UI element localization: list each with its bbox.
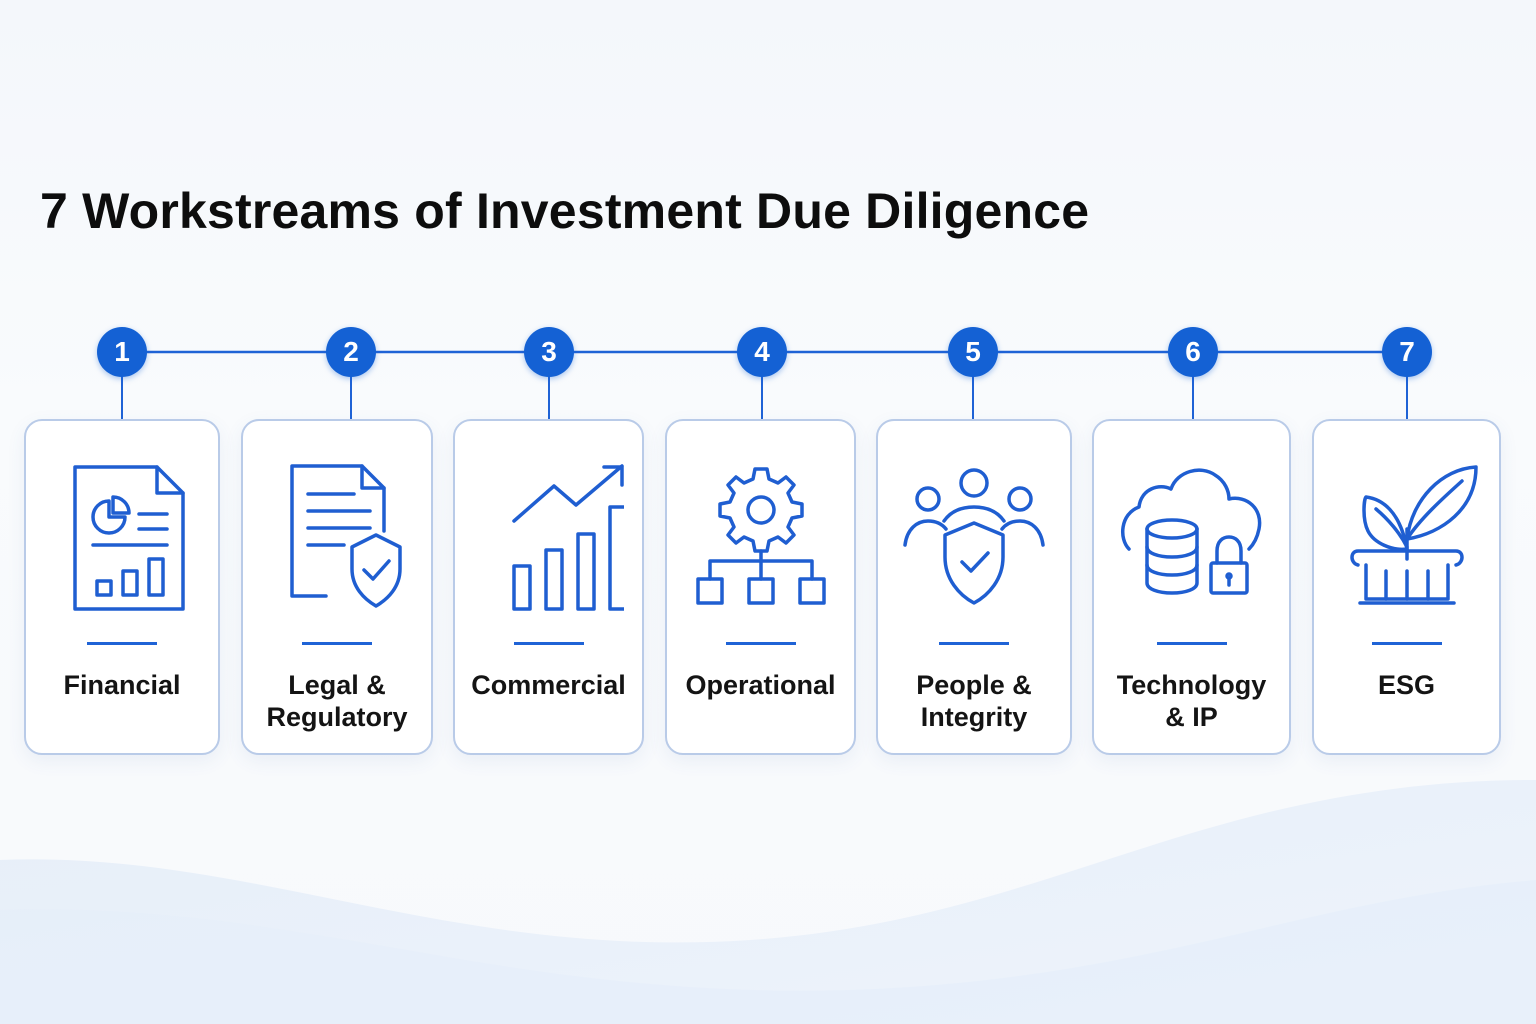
gear-process-icon	[695, 467, 826, 605]
workstream-card-operational: Operational	[665, 419, 856, 755]
people-shield-icon	[903, 468, 1045, 605]
card-divider	[302, 642, 372, 645]
step-badge-5: 5	[948, 327, 998, 377]
financial-report-icon	[73, 465, 185, 611]
step-badge-4: 4	[737, 327, 787, 377]
plant-pillar-icon	[1349, 465, 1478, 605]
step-badge-3: 3	[524, 327, 574, 377]
workstream-label: Technology& IP	[1116, 670, 1267, 732]
workstream-label: People &Integrity	[916, 670, 1032, 732]
growth-chart-icon	[511, 464, 624, 611]
card-divider	[87, 642, 157, 645]
card-divider	[725, 642, 796, 645]
workstream-label: Legal &Regulatory	[266, 670, 408, 732]
step-badge-1: 1	[97, 327, 147, 377]
step-badge-6: 6	[1168, 327, 1218, 377]
workstream-label: Financial	[63, 670, 181, 700]
workstream-card-esg: ESG	[1312, 419, 1501, 755]
cloud-database-lock-icon	[1120, 468, 1261, 595]
workstream-card-people-integrity: People &Integrity	[876, 419, 1072, 755]
step-badge-2: 2	[326, 327, 376, 377]
legal-document-shield-icon	[290, 464, 402, 608]
card-divider	[939, 642, 1009, 645]
workstream-label: ESG	[1377, 670, 1436, 700]
workstream-label: Operational	[685, 670, 836, 700]
step-badge-7: 7	[1382, 327, 1432, 377]
card-divider	[1156, 642, 1227, 645]
workstream-card-commercial: Commercial	[453, 419, 644, 755]
workstream-card-technology-ip: Technology& IP	[1092, 419, 1291, 755]
card-divider	[513, 642, 584, 645]
workstream-card-financial: Financial	[24, 419, 220, 755]
workstream-label: Commercial	[471, 670, 626, 700]
workstream-card-legal-regulatory: Legal &Regulatory	[241, 419, 433, 755]
page-title: 7 Workstreams of Investment Due Diligenc…	[40, 183, 1090, 239]
card-divider	[1371, 642, 1442, 645]
